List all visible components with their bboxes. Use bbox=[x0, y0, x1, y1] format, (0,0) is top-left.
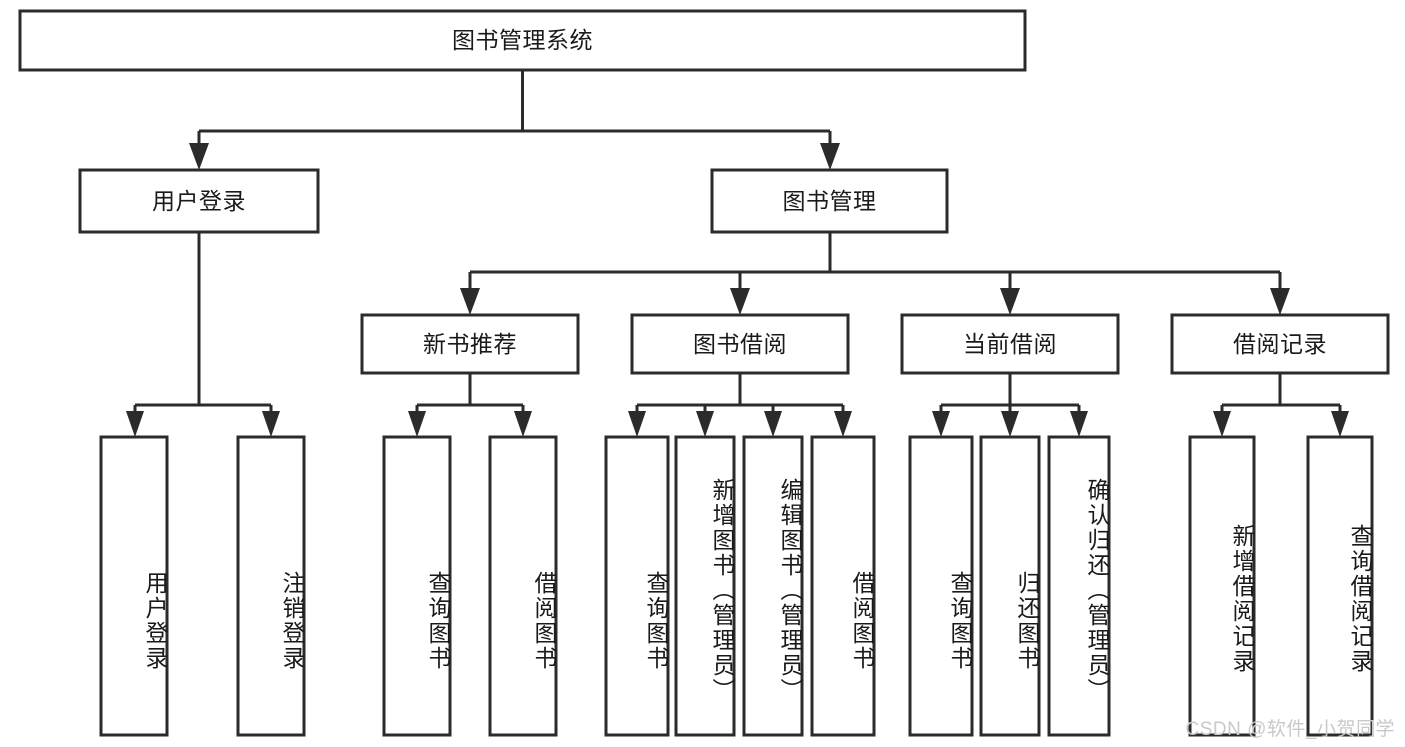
node-rect-user-login[interactable] bbox=[78, 168, 320, 234]
node-rect-leaf-0[interactable] bbox=[99, 435, 169, 737]
connector-new-book-to-leaves bbox=[408, 373, 532, 437]
connector-root-to-level2 bbox=[189, 70, 840, 170]
connector-user-login-to-leaves bbox=[126, 232, 280, 437]
node-rect-new-book-recommend[interactable] bbox=[360, 313, 580, 375]
connector-borrow-record-to-leaves bbox=[1213, 373, 1349, 437]
connector-level2-to-level3 bbox=[460, 232, 1290, 315]
node-rect-leaf-1[interactable] bbox=[236, 435, 306, 737]
node-rect-leaf-11[interactable] bbox=[1188, 435, 1256, 737]
node-rect-book-borrow[interactable] bbox=[630, 313, 850, 375]
node-rect-current-borrow[interactable] bbox=[900, 313, 1120, 375]
node-rect-leaf-7[interactable] bbox=[810, 435, 876, 737]
node-rect-leaf-4[interactable] bbox=[604, 435, 670, 737]
node-rect-leaf-10[interactable] bbox=[1047, 435, 1111, 737]
node-rect-leaf-3[interactable] bbox=[488, 435, 558, 737]
node-rect-leaf-5[interactable] bbox=[674, 435, 736, 737]
node-rect-book-management[interactable] bbox=[710, 168, 949, 234]
node-rect-leaf-9[interactable] bbox=[979, 435, 1041, 737]
node-rect-root[interactable] bbox=[18, 9, 1027, 72]
connector-book-borrow-to-leaves bbox=[628, 373, 852, 437]
node-rect-leaf-12[interactable] bbox=[1306, 435, 1374, 737]
node-rect-leaf-2[interactable] bbox=[382, 435, 452, 737]
node-rect-leaf-8[interactable] bbox=[908, 435, 974, 737]
node-rect-borrow-record[interactable] bbox=[1170, 313, 1390, 375]
connector-current-borrow-to-leaves bbox=[932, 373, 1088, 437]
node-rect-leaf-6[interactable] bbox=[742, 435, 804, 737]
